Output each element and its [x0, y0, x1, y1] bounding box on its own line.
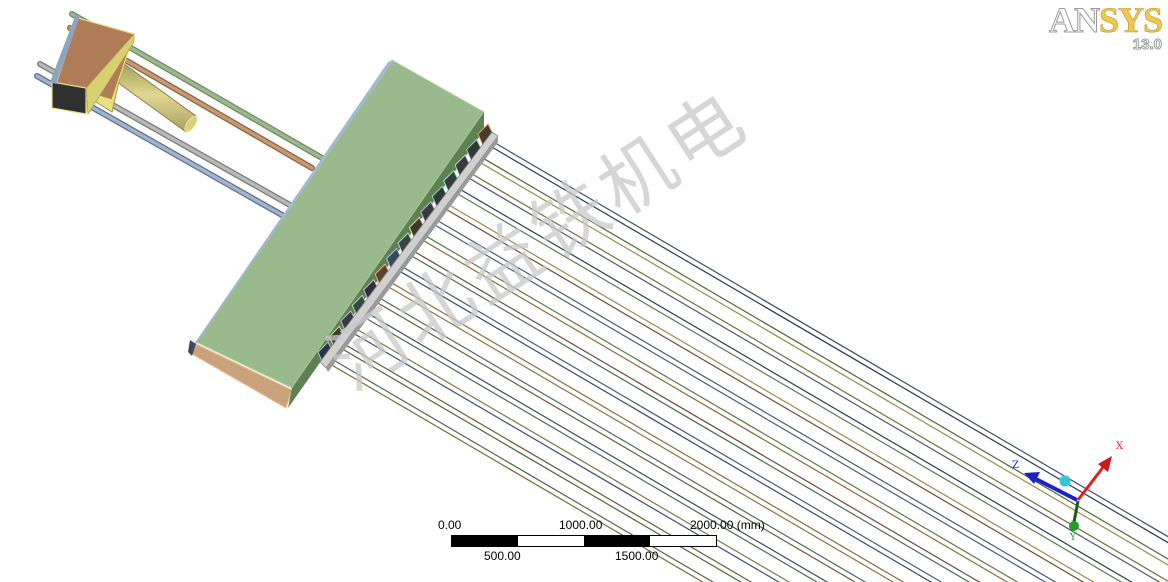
cable-line: [421, 238, 1009, 582]
scale-label-2000: 2000.00 (mm): [690, 518, 765, 532]
y-axis-arrow: Y: [1069, 500, 1080, 543]
cable-line: [478, 155, 1168, 560]
axis-triad[interactable]: Z X Y: [1005, 435, 1135, 545]
scale-label-1000: 1000.00: [559, 518, 603, 532]
scale-label-500: 500.00: [484, 549, 521, 563]
cable-line: [341, 341, 753, 582]
cable-line: [375, 301, 857, 582]
cable-line: [352, 326, 791, 582]
head-block: [50, 14, 135, 115]
cable-line: [352, 332, 780, 582]
scale-segment: [650, 536, 716, 546]
cable-line: [329, 357, 715, 582]
cable-line: [466, 176, 1161, 582]
z-axis-arrow: Z: [1012, 460, 1078, 502]
cable-line: [432, 217, 1057, 582]
cable-line: [386, 279, 905, 582]
cable-line: [363, 316, 818, 582]
scale-segment: [584, 536, 650, 546]
x-axis-label: X: [1116, 441, 1124, 452]
cable-line: [489, 145, 1168, 544]
cable-line: [409, 248, 981, 582]
cable-line: [409, 254, 971, 582]
cable-line: [432, 223, 1047, 582]
z-axis-label: Z: [1012, 460, 1019, 471]
cable-lines: [329, 139, 1168, 582]
scale-label-0: 0.00: [438, 518, 462, 532]
cable-line: [443, 201, 1095, 582]
clamp-rail: [319, 131, 499, 372]
scale-label-1500: 1500.00: [615, 549, 659, 563]
logo-brand-an: AN: [1048, 0, 1100, 40]
y-axis-label: Y: [1069, 533, 1077, 543]
cable-line: [375, 295, 867, 582]
scale-bar-graphic: [451, 535, 717, 547]
logo-brand-sys: SYS: [1098, 0, 1164, 40]
isometric-view-ball[interactable]: [1059, 475, 1071, 487]
scale-segment: [452, 536, 518, 546]
cable-line: [341, 347, 742, 582]
cable-line: [386, 285, 895, 582]
ansys-logo: ANSYS 13.0: [1048, 0, 1164, 54]
scale-segment: [518, 536, 584, 546]
cable-line: [443, 207, 1085, 582]
x-axis-arrow: X: [1076, 441, 1124, 501]
cable-line: [363, 310, 829, 582]
cable-line: [398, 264, 943, 582]
cable-line: [478, 161, 1168, 566]
cable-line: [455, 186, 1133, 582]
cable-line: [329, 363, 704, 582]
cable-line: [455, 192, 1123, 582]
logo-version: 13.0: [1132, 36, 1162, 54]
cable-line: [466, 170, 1168, 582]
cable-line: [421, 232, 1019, 582]
cable-line: [489, 139, 1168, 538]
cable-line: [398, 270, 933, 582]
scale-bar: 0.00 1000.00 2000.00 (mm) 500.00 1500.00: [438, 518, 800, 568]
